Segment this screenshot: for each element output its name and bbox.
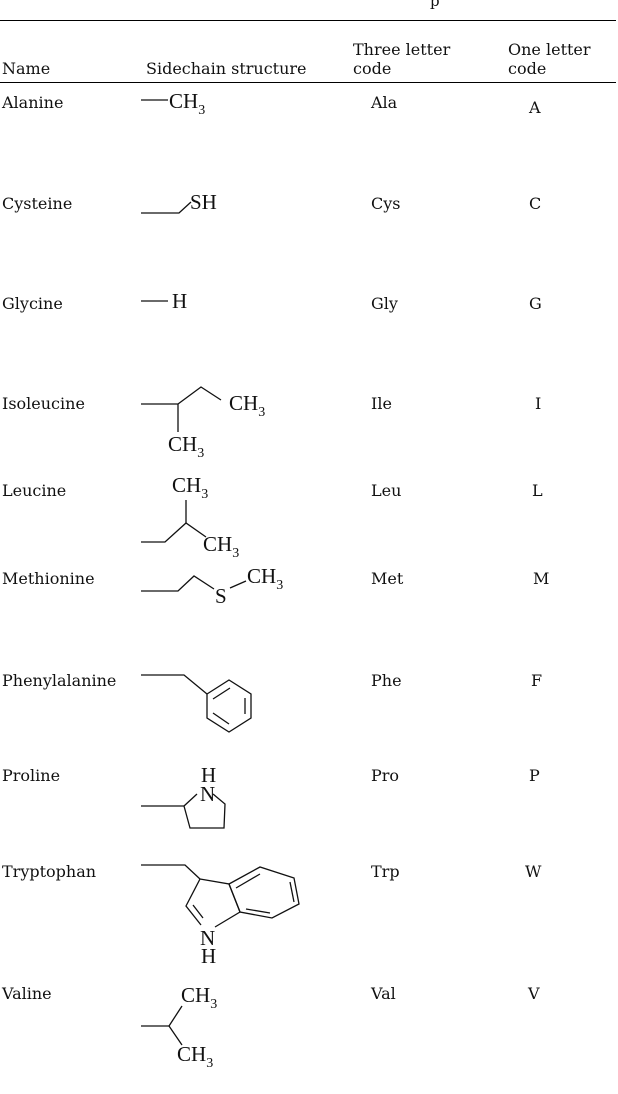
header-three-letter: Three letter code — [353, 40, 451, 78]
table-row-three: Pro — [371, 766, 400, 785]
chem-subscript: 3 — [232, 546, 239, 561]
table-row-name: Isoleucine — [2, 394, 85, 413]
chem-label: CH — [203, 532, 232, 556]
table-row-three: Leu — [371, 481, 402, 500]
svg-text:CH3: CH3 — [181, 983, 217, 1012]
chem-label: H — [201, 763, 216, 787]
chem-label: CH — [169, 89, 198, 113]
chem-subscript: 3 — [276, 578, 283, 593]
table-row-three: Gly — [371, 294, 398, 313]
table-row-name: Proline — [2, 766, 61, 785]
table-row-three: Phe — [371, 671, 402, 690]
chem-label: SH — [190, 190, 217, 214]
svg-text:CH3: CH3 — [177, 1042, 213, 1071]
header-sidechain: Sidechain structure — [146, 59, 307, 78]
table-row-three: Val — [371, 984, 396, 1003]
header-name: Name — [2, 59, 51, 78]
chem-label: CH — [229, 391, 258, 415]
structure-phenylalanine — [141, 674, 252, 733]
table-row-name: Leucine — [2, 481, 67, 500]
structure-glycine: H — [141, 289, 187, 313]
table-row-one: I — [535, 394, 542, 413]
table-row-name: Methionine — [2, 569, 95, 588]
chem-subscript: 3 — [198, 103, 205, 118]
structure-cysteine: SH — [141, 190, 217, 214]
svg-text:CH3: CH3 — [168, 432, 204, 461]
structure-alanine: CH3 — [141, 89, 205, 118]
table-top-rule — [0, 20, 616, 21]
table-row-one: P — [529, 766, 540, 785]
structure-valine: CH3 CH3 — [141, 983, 217, 1071]
table-row-one: C — [529, 194, 542, 213]
header-one-letter: One letter code — [508, 40, 591, 78]
chem-label: CH — [181, 983, 210, 1007]
table-row-three: Met — [371, 569, 404, 588]
table-row-one: A — [529, 98, 541, 117]
table-row-three: Trp — [371, 862, 400, 881]
table-row-name: Alanine — [2, 93, 64, 112]
table-row-three: Ala — [371, 93, 398, 112]
table-row-one: W — [525, 862, 542, 881]
table-row-three: Cys — [371, 194, 401, 213]
chem-label: S — [215, 584, 227, 608]
chem-subscript: 3 — [206, 1056, 213, 1071]
table-row-name: Glycine — [2, 294, 63, 313]
chem-label: N — [200, 926, 215, 950]
chem-subscript: 3 — [201, 487, 208, 502]
chem-subscript: 3 — [210, 997, 217, 1012]
chem-label: CH — [168, 432, 197, 456]
svg-text:CH3: CH3 — [247, 564, 283, 593]
chem-subscript: 3 — [258, 405, 265, 420]
table-row-name: Valine — [2, 984, 52, 1003]
table-row-one: G — [529, 294, 542, 313]
table-row-name: Cysteine — [2, 194, 73, 213]
cropped-caption-fragment: p — [430, 0, 440, 10]
chem-label: CH — [177, 1042, 206, 1066]
chem-subscript: 3 — [197, 446, 204, 461]
table-row-one: F — [531, 671, 543, 690]
table-row-three: Ile — [371, 394, 392, 413]
structure-isoleucine: CH3 CH3 — [141, 386, 265, 461]
svg-text:CH3: CH3 — [169, 89, 205, 118]
chem-label: CH — [172, 473, 201, 497]
structure-tryptophan: N H — [141, 864, 300, 968]
table-row-name: Phenylalanine — [2, 671, 117, 690]
chem-label: H — [201, 944, 216, 968]
table-header-rule — [0, 82, 616, 83]
structure-proline: H N — [141, 763, 226, 829]
chem-label: CH — [247, 564, 276, 588]
svg-text:CH3: CH3 — [203, 532, 239, 561]
table-row-name: Tryptophan — [2, 862, 97, 881]
svg-text:CH3: CH3 — [172, 473, 208, 502]
table-row-one: L — [532, 481, 543, 500]
svg-text:CH3: CH3 — [229, 391, 265, 420]
table-row-one: M — [533, 569, 550, 588]
table-row-one: V — [528, 984, 540, 1003]
chem-label: H — [172, 289, 187, 313]
cropped-caption: p — [0, 0, 618, 18]
structure-methionine: S CH3 — [141, 564, 283, 608]
structure-leucine: CH3 CH3 — [141, 473, 239, 561]
chem-label: N — [200, 782, 215, 806]
